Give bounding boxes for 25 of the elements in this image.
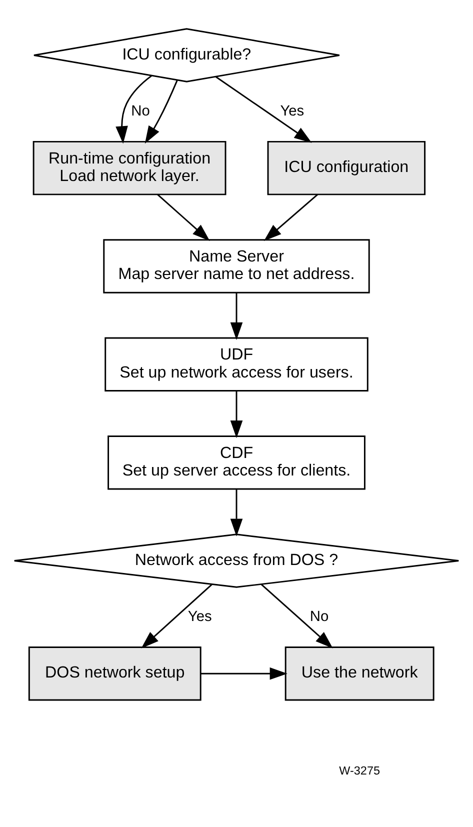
arrow [157, 194, 210, 242]
arrow [141, 584, 212, 648]
arrow [116, 75, 152, 144]
edge-label: Yes [280, 103, 304, 120]
arrow [216, 76, 312, 143]
arrow [230, 292, 243, 340]
arrow [264, 194, 318, 242]
node-diamond: ICU configurable? [33, 28, 340, 82]
arrow [230, 390, 243, 438]
node-box: CDF Set up server access for clients. [108, 435, 366, 490]
node-box: Run-time configuration Load network layer. [32, 140, 226, 196]
edge-label: Yes [188, 608, 212, 625]
edge-label: No [310, 608, 329, 625]
node-box: ICU configuration [267, 140, 426, 196]
node-box: Use the network [284, 646, 434, 701]
label: W-3275 [339, 764, 380, 778]
arrow [260, 584, 333, 648]
node-box: UDF Set up network access for users. [104, 337, 368, 392]
node-box: Name Server Map server name to net address. [103, 239, 370, 294]
arrow [200, 667, 288, 680]
edge-label: No [131, 103, 150, 120]
node-box: DOS network setup [28, 646, 202, 701]
arrow [230, 489, 243, 536]
node-diamond: Network access from DOS ? [14, 534, 460, 588]
arrow [144, 80, 178, 144]
